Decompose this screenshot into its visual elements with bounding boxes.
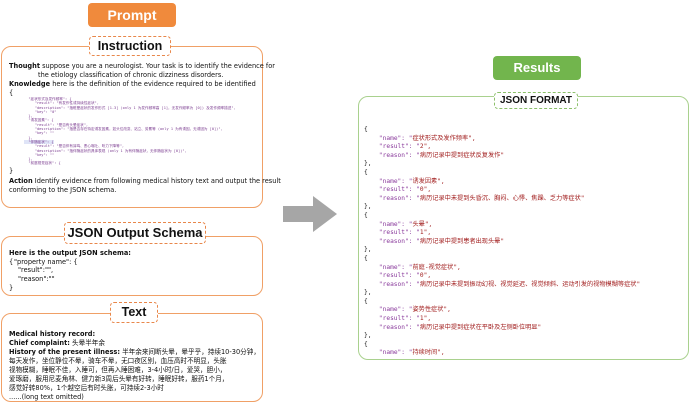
json-open-brace: { bbox=[364, 254, 368, 262]
action-label: Action bbox=[9, 177, 33, 185]
knowledge-code-line: "description": "指眩晕症状的发作形式 [1-3] (only 1… bbox=[24, 105, 236, 110]
json-open-brace: { bbox=[364, 340, 368, 348]
knowledge-code-line: "key": "" bbox=[24, 131, 55, 136]
thought-label: Thought bbox=[9, 62, 40, 70]
knowledge-code-line: "description": "指是否存在特定诱发因素，如头位改变、站立、劳累等… bbox=[24, 127, 223, 132]
json-name-line: "name": "持续时间", bbox=[364, 349, 445, 357]
omitted-note: ......(long text omitted) bbox=[9, 393, 84, 401]
instruction-heading: Instruction bbox=[89, 36, 171, 56]
json-reason-line: "reason": "病历记录中未提到振动幻视、视觉延迟、视觉倾斜、运动引发的视… bbox=[364, 280, 641, 288]
json-name-line: "name": "头晕", bbox=[364, 220, 433, 228]
json-close-brace: }, bbox=[364, 332, 372, 340]
schema-intro: Here is the output JSON schema: bbox=[9, 249, 131, 257]
thought-text-1: suppose you are a neurologist. Your task… bbox=[42, 62, 275, 70]
schema-line-2: "property name": { bbox=[14, 258, 78, 266]
knowledge-text: here is the definition of the evidence r… bbox=[52, 80, 256, 88]
knowledge-code-line: "伴随症状": { bbox=[24, 139, 54, 145]
knowledge-label: Knowledge bbox=[9, 80, 51, 88]
knowledge-line: Knowledge here is the definition of the … bbox=[9, 80, 256, 89]
results-title: Results bbox=[493, 56, 581, 80]
complaint-label: Chief complaint: bbox=[9, 339, 70, 347]
knowledge-code-line: "key": "" bbox=[24, 152, 55, 157]
action-line: Action Identify evidence from following … bbox=[9, 177, 281, 186]
knowledge-close-brace: } bbox=[9, 167, 14, 175]
knowledge-code-line: "result": "是否有头晕症状", bbox=[24, 122, 89, 127]
instruction-panel bbox=[1, 46, 263, 208]
record-label: Medical history record: bbox=[9, 330, 96, 338]
json-close-brace: }, bbox=[364, 289, 372, 297]
knowledge-code-line: "症状形式及发作频率": { bbox=[24, 97, 72, 101]
json-result-line: "result": "2", bbox=[364, 143, 432, 151]
history-line-1: History of the present illness: 半年余来间断头晕… bbox=[9, 348, 260, 357]
history-text-2: 每天发作，坐位静位不晕，骑车不晕，无口夜区别，血压高时不明显，头胀 bbox=[9, 357, 227, 365]
complaint-text: 头晕半年余 bbox=[72, 339, 105, 347]
knowledge-code-line: "诱发因素": { bbox=[24, 118, 54, 123]
json-format-heading: JSON FORMAT bbox=[494, 92, 578, 109]
json-result-line: "result": "1", bbox=[364, 229, 432, 237]
json-close-brace: }, bbox=[364, 246, 372, 254]
json-name-line: "name": "前庭-视觉症状", bbox=[364, 263, 461, 271]
knowledge-open-brace: { bbox=[9, 89, 14, 97]
history-label: History of the present illness: bbox=[9, 348, 120, 356]
json-open-brace: { bbox=[364, 211, 368, 219]
json-reason-line: "reason": "病历记录中提到症状在平卧及左侧卧位明显" bbox=[364, 323, 542, 331]
knowledge-code-line: "result": "是否伴有耳鸣、恶心呕吐、听力下降等", bbox=[24, 144, 125, 149]
json-close-brace: }, bbox=[364, 203, 372, 211]
knowledge-code-line: "result": "有发作性或持续性症状", bbox=[24, 101, 99, 106]
knowledge-code-line: "前庭视觉症状": { bbox=[24, 161, 61, 165]
schema-line-4: "reason":"" bbox=[18, 275, 55, 283]
history-text-5: 感觉好转80%，1个越空后有时头胀，可持续2-3小时 bbox=[9, 384, 164, 392]
history-text-3: 视物模糊，睡眠不佳，入睡可，但再入睡困难，3-4小时/日，爱哭，胆小， bbox=[9, 366, 227, 374]
json-open-brace: { bbox=[364, 126, 368, 133]
json-result-line: "result": "1", bbox=[364, 315, 432, 323]
json-name-line: "name": "诱发因素", bbox=[364, 177, 445, 185]
text-heading: Text bbox=[110, 302, 158, 323]
knowledge-code-line: "key": "0" bbox=[24, 109, 57, 114]
complaint-line: Chief complaint: 头晕半年余 bbox=[9, 339, 105, 348]
history-text-1: 半年余来间断头晕，晕乎乎，持续10-30分钟， bbox=[122, 348, 260, 356]
schema-line-5: } bbox=[9, 284, 14, 292]
json-close-brace: }, bbox=[364, 160, 372, 168]
knowledge-code-line: "description": "指伴随症状的具体表现 (only 1 为有伴随症… bbox=[24, 148, 187, 153]
json-open-brace: { bbox=[364, 168, 368, 176]
json-reason-line: "reason": "病历记录中提到患者出现头晕" bbox=[364, 237, 505, 245]
json-result-line: "result": "0", bbox=[364, 186, 432, 194]
action-text-2: conforming to the JSON schema. bbox=[9, 186, 117, 194]
history-text-4: 爱琢磨，服用尼麦角林、健力新3周后头晕有好转，睡眠好转，服药1个月， bbox=[9, 375, 229, 383]
json-name-line: "name": "症状形式及发作频率", bbox=[364, 134, 476, 142]
schema-panel bbox=[1, 236, 263, 296]
schema-heading: JSON Output Schema bbox=[64, 222, 206, 244]
json-open-brace: { bbox=[364, 297, 368, 305]
results-panel bbox=[358, 96, 689, 360]
action-text-1: Identify evidence from following medical… bbox=[34, 177, 281, 185]
thought-text-2: the etiology classification of chronic d… bbox=[38, 71, 224, 79]
schema-line-3: "result":"", bbox=[18, 266, 54, 274]
knowledge-code-line: }, bbox=[24, 135, 33, 140]
right-arrow-icon bbox=[283, 196, 337, 232]
json-name-line: "name": "姿势性症状", bbox=[364, 306, 451, 314]
knowledge-code-line: }, bbox=[24, 114, 33, 119]
json-results-code: { "name": "症状形式及发作频率", "result": "2", "r… bbox=[364, 126, 684, 358]
json-result-line: "result": "0", bbox=[364, 272, 432, 280]
knowledge-definition-code: "症状形式及发作频率": { "result": "有发作性或持续性症状", "… bbox=[24, 97, 260, 165]
knowledge-code-line: }, bbox=[24, 157, 33, 162]
json-reason-line: "reason": "病历记录中未提到头昏沉、胸闷、心悸、焦躁、乏力等症状" bbox=[364, 194, 585, 202]
thought-line: Thought suppose you are a neurologist. Y… bbox=[9, 62, 275, 71]
prompt-title: Prompt bbox=[88, 3, 176, 27]
json-reason-line: "reason": "病历记录中提到症状反复发作" bbox=[364, 151, 505, 159]
schema-line-1: { bbox=[9, 258, 14, 266]
